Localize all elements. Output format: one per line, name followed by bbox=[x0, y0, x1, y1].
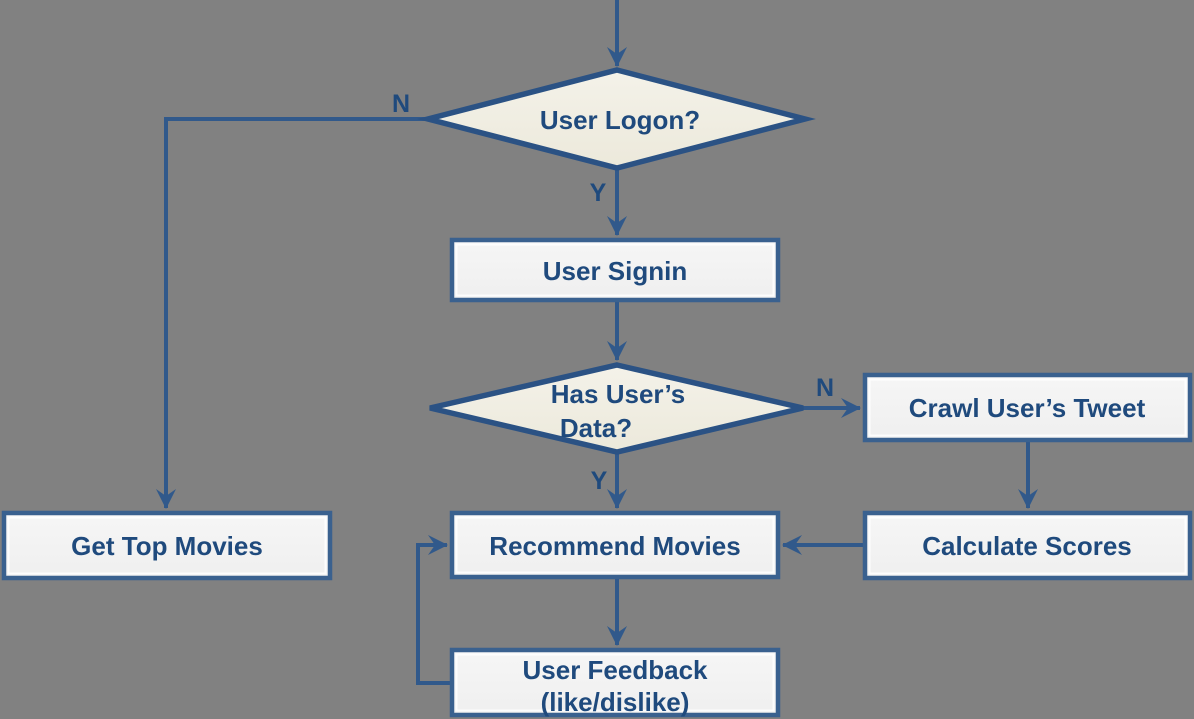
process-user-feedback-label-line1: User Feedback bbox=[523, 655, 709, 685]
decision-has-user-data bbox=[429, 362, 804, 455]
process-crawl-users-tweet-label: Crawl User’s Tweet bbox=[909, 393, 1146, 423]
process-user-feedback: User Feedback (like/dislike) bbox=[449, 647, 781, 718]
process-calculate-scores-label: Calculate Scores bbox=[922, 531, 1132, 561]
decision-user-logon-label: User Logon? bbox=[540, 105, 700, 135]
decision-has-user-data-label-line2: Data? bbox=[560, 413, 632, 443]
process-user-signin-label: User Signin bbox=[543, 256, 687, 286]
process-calculate-scores: Calculate Scores bbox=[862, 510, 1193, 581]
edge-feedback-loop-to-recommend bbox=[416, 535, 452, 685]
process-recommend-movies: Recommend Movies bbox=[449, 510, 781, 580]
edge-logon-no-to-get-top-movies bbox=[156, 117, 428, 509]
process-user-feedback-label-line2: (like/dislike) bbox=[541, 687, 690, 717]
decision-has-user-data-label-line1: Has User’s bbox=[551, 379, 685, 409]
process-crawl-users-tweet: Crawl User’s Tweet bbox=[862, 372, 1193, 443]
branch-label-logon-no: N bbox=[392, 90, 410, 118]
branch-label-data-no: N bbox=[816, 374, 834, 402]
process-get-top-movies-label: Get Top Movies bbox=[71, 531, 263, 561]
decision-user-logon bbox=[417, 67, 816, 171]
branch-label-data-yes: Y bbox=[591, 467, 608, 495]
process-recommend-movies-label: Recommend Movies bbox=[489, 531, 740, 561]
branch-label-logon-yes: Y bbox=[590, 179, 607, 207]
process-user-signin: User Signin bbox=[449, 237, 781, 303]
process-get-top-movies: Get Top Movies bbox=[1, 510, 333, 581]
